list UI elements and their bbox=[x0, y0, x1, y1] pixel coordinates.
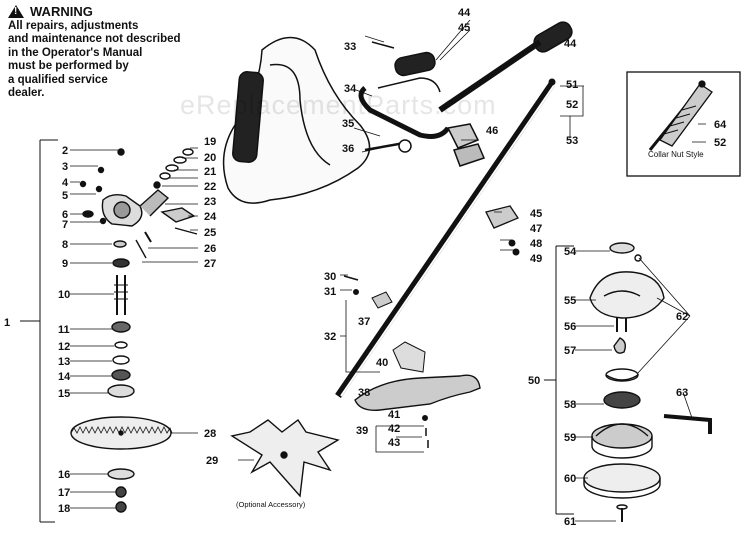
callout-18: 18 bbox=[58, 503, 70, 515]
callout-34: 34 bbox=[344, 83, 357, 95]
callout-41: 41 bbox=[388, 409, 400, 421]
warning-triangle-icon: ! bbox=[8, 5, 24, 19]
callout-64: 64 bbox=[714, 119, 727, 131]
warning-text: All repairs, adjustments and maintenance… bbox=[8, 19, 181, 100]
callout-47: 47 bbox=[530, 223, 542, 235]
callout-44-left: 44 bbox=[458, 7, 471, 19]
callout-23: 23 bbox=[204, 196, 216, 208]
callout-57: 57 bbox=[564, 345, 576, 357]
callout-19: 19 bbox=[204, 136, 216, 148]
callout-20: 20 bbox=[204, 152, 216, 164]
callout-17: 17 bbox=[58, 487, 70, 499]
callout-13: 13 bbox=[58, 356, 70, 368]
callout-51: 51 bbox=[566, 79, 578, 91]
callout-30: 30 bbox=[324, 271, 336, 283]
warning-notice: ! WARNING All repairs, adjustments and m… bbox=[8, 5, 218, 101]
callout-27: 27 bbox=[204, 258, 216, 270]
inset-caption: Collar Nut Style bbox=[648, 150, 704, 159]
callout-2: 2 bbox=[62, 145, 68, 157]
callout-55: 55 bbox=[564, 295, 576, 307]
callout-56: 56 bbox=[564, 321, 576, 333]
callout-53: 53 bbox=[566, 135, 578, 147]
callout-40: 40 bbox=[376, 357, 388, 369]
callout-48: 48 bbox=[530, 238, 542, 250]
callout-15: 15 bbox=[58, 388, 70, 400]
watermark: eReplacementParts.com bbox=[180, 90, 497, 120]
callout-43: 43 bbox=[388, 437, 400, 449]
callout-37: 37 bbox=[358, 316, 370, 328]
callout-labels: 1 2 3 4 5 6 7 8 9 10 11 12 13 14 15 16 1… bbox=[4, 7, 727, 528]
callout-52-inset: 52 bbox=[714, 137, 726, 149]
leader-lines bbox=[70, 19, 706, 522]
warning-heading: ! WARNING bbox=[8, 5, 218, 19]
callout-42: 42 bbox=[388, 423, 400, 435]
callout-22: 22 bbox=[204, 181, 216, 193]
callout-54: 54 bbox=[564, 246, 577, 258]
callout-44-right: 44 bbox=[564, 38, 577, 50]
callout-50: 50 bbox=[528, 375, 540, 387]
callout-35: 35 bbox=[342, 118, 354, 130]
callout-60: 60 bbox=[564, 473, 576, 485]
callout-29: 29 bbox=[206, 455, 218, 467]
callout-61: 61 bbox=[564, 516, 576, 528]
callout-26: 26 bbox=[204, 243, 216, 255]
callout-5: 5 bbox=[62, 190, 68, 202]
callout-25: 25 bbox=[204, 227, 216, 239]
callout-38: 38 bbox=[358, 387, 370, 399]
warning-title: WARNING bbox=[30, 4, 93, 19]
callout-58: 58 bbox=[564, 399, 576, 411]
callout-4: 4 bbox=[62, 177, 69, 189]
collar-nut-inset bbox=[626, 71, 741, 177]
drive-shaft bbox=[335, 78, 556, 448]
callout-46: 46 bbox=[486, 125, 498, 137]
callout-8: 8 bbox=[62, 239, 68, 251]
callout-49: 49 bbox=[530, 253, 542, 265]
callout-28: 28 bbox=[204, 428, 216, 440]
callout-36: 36 bbox=[342, 143, 354, 155]
callout-59: 59 bbox=[564, 432, 576, 444]
optional-accessory-caption: (Optional Accessory) bbox=[236, 500, 306, 509]
callout-10: 10 bbox=[58, 289, 70, 301]
harness-and-handle bbox=[222, 21, 573, 204]
gearhead-assembly bbox=[20, 139, 198, 523]
callout-62: 62 bbox=[676, 311, 688, 323]
callout-63: 63 bbox=[676, 387, 688, 399]
callout-6: 6 bbox=[62, 209, 68, 221]
callout-24: 24 bbox=[204, 211, 217, 223]
four-tooth-blade bbox=[230, 418, 340, 498]
callout-16: 16 bbox=[58, 469, 70, 481]
callout-45-top: 45 bbox=[458, 22, 470, 34]
callout-45-shaft: 45 bbox=[530, 208, 542, 220]
callout-32: 32 bbox=[324, 331, 336, 343]
callout-31: 31 bbox=[324, 286, 336, 298]
callout-11: 11 bbox=[58, 324, 70, 336]
trimmer-head-assembly bbox=[544, 242, 712, 522]
callout-33: 33 bbox=[344, 41, 356, 53]
callout-14: 14 bbox=[58, 371, 71, 383]
callout-52-main: 52 bbox=[566, 99, 578, 111]
callout-7: 7 bbox=[62, 219, 68, 231]
callout-9: 9 bbox=[62, 258, 68, 270]
callout-3: 3 bbox=[62, 161, 68, 173]
callout-21: 21 bbox=[204, 166, 216, 178]
callout-1: 1 bbox=[4, 317, 10, 329]
callout-12: 12 bbox=[58, 341, 70, 353]
callout-39: 39 bbox=[356, 425, 368, 437]
